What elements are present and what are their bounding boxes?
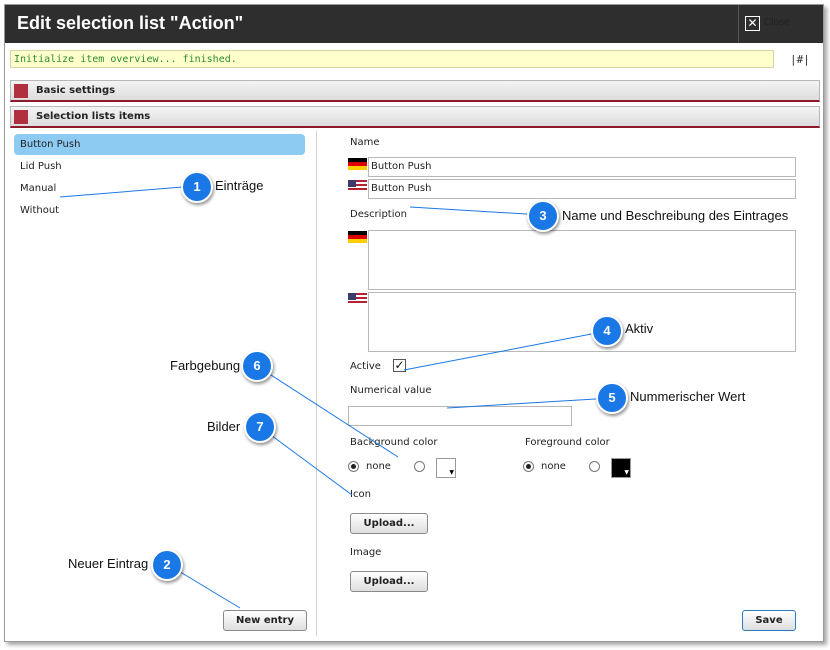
callout-text-2: Neuer Eintrag bbox=[68, 556, 149, 571]
list-item[interactable]: Lid Push bbox=[20, 161, 62, 172]
icon-upload-button[interactable]: Upload... bbox=[350, 513, 428, 534]
foreground-color-label: Foreground color bbox=[525, 437, 610, 448]
new-entry-button[interactable]: New entry bbox=[223, 610, 307, 631]
callout-text-3: Name und Beschreibung des Eintrages bbox=[562, 208, 789, 223]
section-selection-list-items[interactable]: Selection lists items bbox=[10, 106, 820, 128]
icon-label: Icon bbox=[350, 489, 371, 500]
callout-badge-6: 6 bbox=[241, 350, 273, 382]
callout-text-6: Farbgebung bbox=[170, 358, 241, 373]
foreground-color-radio[interactable] bbox=[589, 461, 600, 472]
image-label: Image bbox=[350, 547, 382, 558]
background-color-swatch[interactable]: ▼ bbox=[436, 458, 456, 478]
image-upload-button[interactable]: Upload... bbox=[350, 571, 428, 592]
active-checkbox[interactable]: ✓ bbox=[393, 358, 406, 372]
callout-text-7: Bilder bbox=[207, 419, 241, 434]
callout-badge-3: 3 bbox=[527, 200, 559, 232]
status-message: Initialize item overview... finished. bbox=[10, 50, 774, 68]
close-label: Close bbox=[764, 17, 790, 28]
dialog-titlebar: Edit selection list "Action" ✕ Close bbox=[5, 5, 823, 43]
section-collapse-icon bbox=[14, 110, 28, 124]
callout-badge-1: 1 bbox=[181, 171, 213, 203]
description-de-textarea[interactable] bbox=[368, 230, 796, 290]
name-en-input[interactable]: Button Push bbox=[368, 179, 796, 199]
list-item[interactable]: Manual bbox=[20, 183, 57, 194]
save-button[interactable]: Save bbox=[742, 610, 796, 631]
foreground-none-label: none bbox=[541, 461, 566, 472]
background-none-label: none bbox=[366, 461, 391, 472]
callout-badge-4: 4 bbox=[591, 315, 623, 347]
active-label: Active bbox=[350, 361, 381, 372]
section-label: Basic settings bbox=[36, 85, 116, 96]
close-button[interactable]: ✕ Close bbox=[738, 5, 824, 43]
us-flag-icon bbox=[348, 180, 367, 192]
background-none-radio[interactable] bbox=[348, 461, 359, 472]
dropdown-arrow-icon: ▼ bbox=[449, 469, 454, 476]
name-de-input[interactable]: Button Push bbox=[368, 157, 796, 177]
numerical-value-input[interactable] bbox=[348, 406, 572, 426]
list-item[interactable]: Without bbox=[20, 205, 60, 216]
description-label: Description bbox=[350, 209, 407, 220]
callout-text-4: Aktiv bbox=[625, 321, 654, 336]
foreground-none-radio[interactable] bbox=[523, 461, 534, 472]
name-label: Name bbox=[350, 137, 380, 148]
numerical-value-label: Numerical value bbox=[350, 385, 432, 396]
hash-link[interactable]: |#| bbox=[790, 53, 810, 66]
description-en-textarea[interactable] bbox=[368, 292, 796, 352]
callout-badge-2: 2 bbox=[151, 549, 183, 581]
callout-text-1: Einträge bbox=[215, 178, 264, 193]
german-flag-icon bbox=[348, 158, 367, 170]
german-flag-icon bbox=[348, 231, 367, 243]
section-label: Selection lists items bbox=[36, 111, 151, 122]
section-basic-settings[interactable]: Basic settings bbox=[10, 80, 820, 102]
foreground-color-swatch[interactable]: ▼ bbox=[611, 458, 631, 478]
list-item[interactable]: Button Push bbox=[14, 134, 305, 155]
callout-badge-5: 5 bbox=[596, 382, 628, 414]
us-flag-icon bbox=[348, 293, 367, 305]
callout-text-5: Nummerischer Wert bbox=[630, 389, 746, 404]
background-color-radio[interactable] bbox=[414, 461, 425, 472]
dropdown-arrow-icon: ▼ bbox=[624, 469, 629, 476]
background-color-label: Background color bbox=[350, 437, 438, 448]
dialog-title: Edit selection list "Action" bbox=[17, 13, 244, 33]
close-x-icon: ✕ bbox=[745, 16, 760, 31]
callout-badge-7: 7 bbox=[244, 411, 276, 443]
section-collapse-icon bbox=[14, 84, 28, 98]
